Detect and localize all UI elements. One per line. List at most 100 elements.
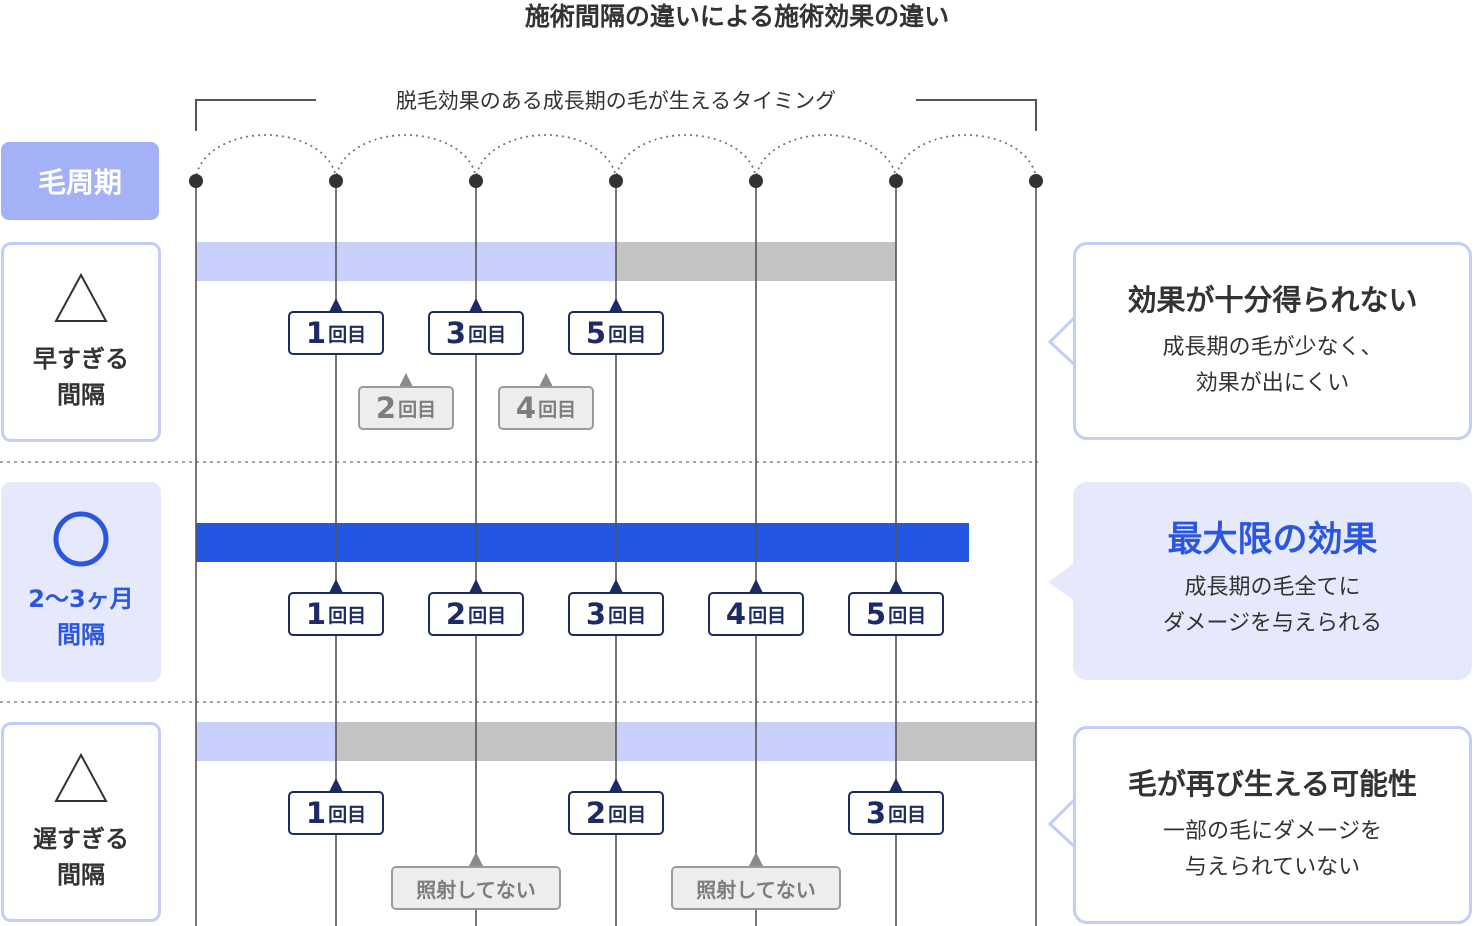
treatment-number: 5 (585, 316, 607, 350)
treatment-number: 3 (865, 796, 887, 830)
cycle-dot (609, 174, 623, 188)
treatment-number: 3 (445, 316, 467, 350)
cycle-dot (329, 174, 343, 188)
treatment-number: 1 (305, 316, 327, 350)
cycle-dot (469, 174, 483, 188)
row-label-late: 遅すぎる 間隔 (1, 722, 161, 922)
tag-pointer (329, 579, 343, 593)
treatment-unit: 回目 (888, 604, 927, 627)
callout-body-line: 一部の毛にダメージを (1163, 819, 1382, 844)
tag-pointer (609, 579, 623, 593)
row-label-line: 2〜3ヶ月 (28, 585, 134, 613)
callout-body-line: 与えられていない (1184, 855, 1361, 880)
callout-title: 効果が十分得られない (1127, 283, 1418, 317)
cycle-dot (749, 174, 763, 188)
tag-pointer (609, 298, 623, 312)
cycle-dot (189, 174, 203, 188)
sub-tag-pointer (469, 852, 483, 866)
treatment-number: 1 (305, 796, 327, 830)
tag-pointer (609, 778, 623, 792)
treatment-number: 2 (375, 391, 397, 425)
tag-pointers (329, 298, 903, 792)
timing-label: 脱毛効果のある成長期の毛が生えるタイミング (316, 86, 916, 116)
bar-late-a (196, 722, 336, 761)
treatment-number: 4 (725, 597, 747, 631)
tag-pointer (329, 778, 343, 792)
row-label-early: 早すぎる 間隔 (1, 242, 161, 442)
triangle-mark-icon (54, 272, 108, 322)
sub-tag-pointer (749, 852, 763, 866)
cycle-label-box: 毛周期 (1, 142, 159, 220)
sub-tag-pointer (399, 373, 413, 387)
tag-pointer (749, 579, 763, 593)
cycle-arc (475, 134, 617, 182)
treatment-unit: 回目 (888, 803, 927, 826)
sub-tag-pointers (399, 373, 763, 866)
treatment-number: 1 (305, 597, 327, 631)
cycle-dot (889, 174, 903, 188)
row-label-line: 遅すぎる (33, 825, 129, 853)
no-treatment-label: 照射してない (416, 877, 536, 902)
callout-tail (1048, 562, 1076, 602)
no-treatment-tag: 照射してない (391, 866, 561, 910)
treatment-unit: 回目 (468, 604, 507, 627)
cycle-label: 毛周期 (37, 166, 122, 199)
tag-pointer (469, 579, 483, 593)
treatment-number: 2 (585, 796, 607, 830)
cycle-dots (189, 174, 1043, 188)
no-treatment-label: 照射してない (696, 877, 816, 902)
bar-optimal (196, 523, 969, 562)
treatment-number: 4 (515, 391, 537, 425)
treatment-unit: 回目 (328, 803, 367, 826)
cycle-arc (755, 134, 897, 182)
treatment-unit: 回目 (328, 604, 367, 627)
circle-mark-icon (53, 511, 109, 567)
treatment-unit: 回目 (398, 398, 437, 421)
sub-tag-pointer (539, 373, 553, 387)
treatment-unit: 回目 (608, 803, 647, 826)
treatment-unit: 回目 (538, 398, 577, 421)
treatment-unit: 回目 (328, 323, 367, 346)
row-label-line: 早すぎる (33, 345, 129, 373)
cycle-arc (335, 134, 477, 182)
treatment-unit: 回目 (608, 323, 647, 346)
row-label-line: 間隔 (57, 621, 105, 649)
page-title: 施術間隔の違いによる施術効果の違い (524, 2, 950, 31)
triangle-mark-icon (54, 752, 108, 802)
row-label-optimal: 2〜3ヶ月 間隔 (1, 482, 161, 682)
callout-body-line: ダメージを与えられる (1163, 611, 1382, 636)
row-label-line: 間隔 (57, 381, 105, 409)
callout-tail (1047, 314, 1078, 368)
treatment-number: 3 (585, 597, 607, 631)
treatment-unit: 回目 (748, 604, 787, 627)
bar-late-d (896, 722, 1036, 761)
tag-pointer (889, 778, 903, 792)
no-treatment-tag: 照射してない (671, 866, 841, 910)
cycle-arcs (195, 134, 1037, 182)
row-label-line: 間隔 (57, 861, 105, 889)
treatment-unit: 回目 (608, 604, 647, 627)
cycle-arc (195, 134, 337, 182)
callout-optimal: 最大限の効果 成長期の毛全てに ダメージを与えられる (1073, 482, 1472, 680)
callout-title: 最大限の効果 (1167, 520, 1378, 560)
treatment-unit: 回目 (468, 323, 507, 346)
treatment-number: 5 (865, 597, 887, 631)
callout-body-line: 成長期の毛が少なく、 (1162, 335, 1383, 360)
callout-late: 毛が再び生える可能性 一部の毛にダメージを 与えられていない (1073, 726, 1472, 924)
cycle-dot (1029, 174, 1043, 188)
